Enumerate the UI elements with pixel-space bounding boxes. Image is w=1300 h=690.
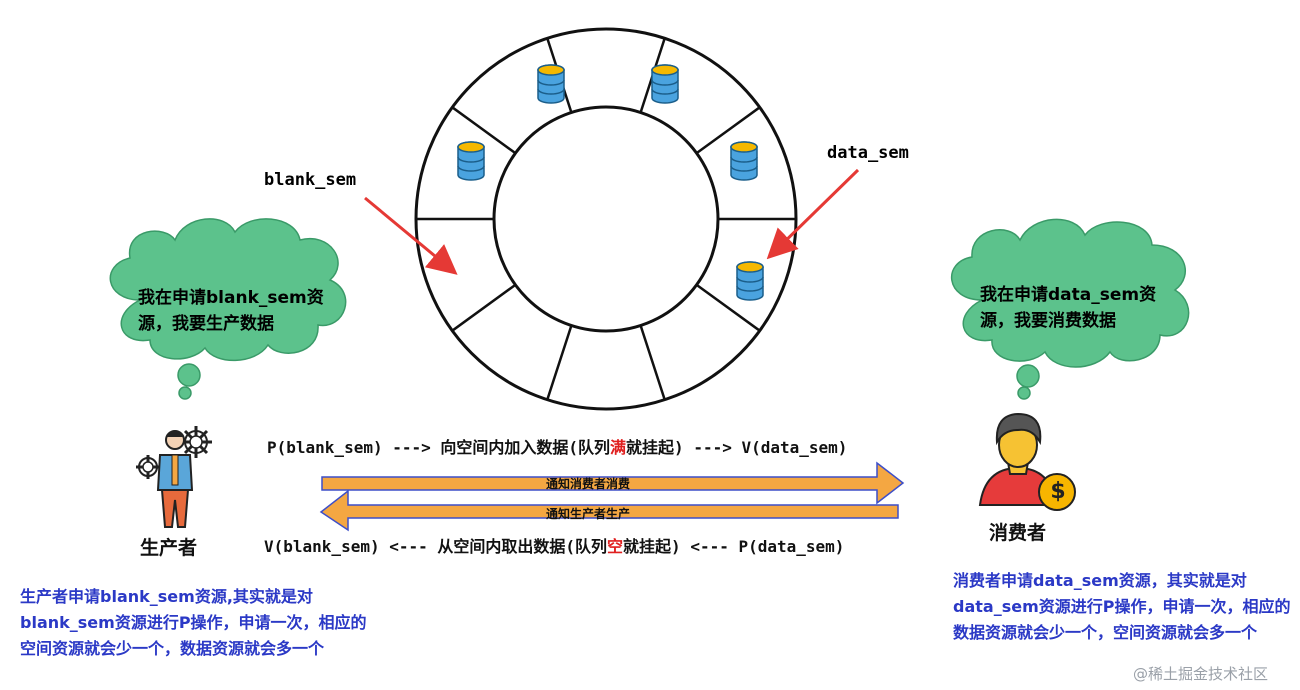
producer-with-gears-icon [136, 426, 212, 528]
ring-inner [492, 105, 720, 333]
database-icon [651, 64, 679, 104]
ring-slot-divider [451, 106, 517, 155]
ring-slot-divider [546, 325, 573, 401]
flow-top-highlight: 满 [610, 438, 627, 457]
watermark: @稀土掘金技术社区 [1133, 665, 1269, 683]
notify-consumer-label: 通知消费者消费 [546, 477, 631, 491]
consumer-thought-cloud [950, 218, 1190, 400]
ring-slot-divider [695, 106, 761, 155]
blank-sem-label: blank_sem [264, 170, 357, 190]
database-icon [730, 141, 758, 181]
producer-name: 生产者 [140, 537, 198, 559]
producer-thought-text: 我在申请blank_sem资源，我要生产数据 [138, 288, 324, 334]
database-icon [537, 64, 565, 104]
consumer-with-dollar-icon [978, 412, 1076, 511]
database-icon [457, 141, 485, 181]
flow-top-pre: P(blank_sem) ---> 向空间内加入数据(队列 [267, 438, 611, 457]
flow-bottom-post: 就挂起) <--- P(data_sem) [623, 537, 845, 556]
producer-thought-cloud [109, 218, 347, 400]
data-sem-label: data_sem [827, 143, 909, 163]
ring-slot-divider [451, 283, 517, 332]
ring-slot-divider [639, 325, 666, 401]
consumer-flow-text: V(blank_sem) <--- 从空间内取出数据(队列空就挂起) <--- … [264, 533, 844, 557]
flow-top-post: 就挂起) ---> V(data_sem) [626, 438, 848, 457]
consumer-thought-text: 我在申请data_sem资源，我要消费数据 [980, 285, 1157, 331]
consumer-note: 消费者申请data_sem资源，其实就是对data_sem资源进行P操作，申请一… [953, 571, 1291, 642]
dollar-sign: $ [1050, 479, 1066, 504]
notify-producer-arrow [319, 489, 899, 532]
database-icon [736, 261, 764, 301]
consumer-name: 消费者 [989, 522, 1047, 544]
blank-sem-pointer-arrow [364, 196, 458, 275]
data-sem-pointer-arrow [766, 168, 860, 260]
producer-flow-text: P(blank_sem) ---> 向空间内加入数据(队列满就挂起) ---> … [267, 434, 847, 458]
ring-slot-divider [695, 283, 761, 332]
notify-consumer-arrow [321, 461, 905, 505]
producer-note: 生产者申请blank_sem资源,其实就是对blank_sem资源进行P操作，申… [20, 587, 367, 658]
flow-bottom-highlight: 空 [607, 537, 624, 556]
flow-bottom-pre: V(blank_sem) <--- 从空间内取出数据(队列 [264, 537, 608, 556]
notify-producer-label: 通知生产者生产 [546, 507, 631, 521]
ring-buffer [414, 27, 798, 411]
